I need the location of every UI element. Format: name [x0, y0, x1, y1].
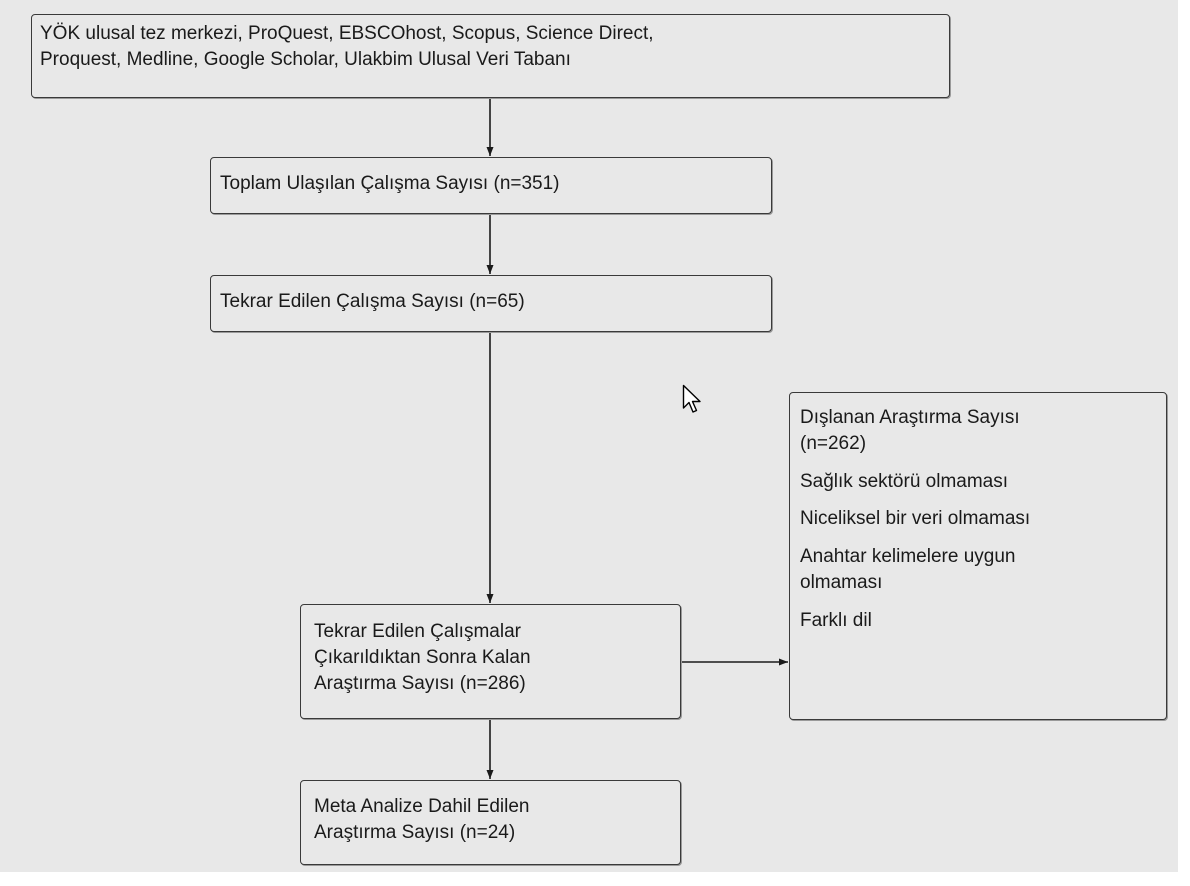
sources-box: YÖK ulusal tez merkezi, ProQuest, EBSCOh…: [31, 14, 950, 98]
included-line-2: Araştırma Sayısı (n=24): [314, 821, 516, 843]
flowchart-canvas: YÖK ulusal tez merkezi, ProQuest, EBSCOh…: [0, 0, 1178, 872]
excluded-title-line-1: Dışlanan Araştırma Sayısı: [800, 407, 1020, 428]
excluded-title-line-2: (n=262): [800, 432, 867, 454]
remaining-studies-box: Tekrar Edilen Çalışmalar Çıkarıldıktan S…: [300, 604, 681, 719]
included-line-1: Meta Analize Dahil Edilen: [314, 796, 530, 817]
included-studies-box: Meta Analize Dahil Edilen Araştırma Sayı…: [300, 780, 681, 865]
excluded-reason-quantitative-data: Niceliksel bir veri olmaması: [800, 508, 1031, 530]
mouse-pointer-icon: [682, 384, 701, 413]
total-studies-text: Toplam Ulaşılan Çalışma Sayısı (n=351): [220, 173, 560, 194]
excluded-studies-box: Dışlanan Araştırma Sayısı (n=262) Sağlık…: [789, 392, 1167, 720]
sources-line-1: YÖK ulusal tez merkezi, ProQuest, EBSCOh…: [40, 23, 654, 44]
excluded-reason-language: Farklı dil: [800, 609, 872, 631]
repeated-studies-box: Tekrar Edilen Çalışma Sayısı (n=65): [210, 275, 772, 332]
sources-line-2: Proquest, Medline, Google Scholar, Ulakb…: [40, 48, 571, 70]
remaining-line-3: Araştırma Sayısı (n=286): [314, 672, 526, 694]
repeated-studies-text: Tekrar Edilen Çalışma Sayısı (n=65): [220, 291, 525, 312]
excluded-reason-health-sector: Sağlık sektörü olmaması: [800, 470, 1009, 492]
bottom-margin: [0, 872, 1190, 886]
connector-layer: [486, 97, 788, 779]
excluded-reason-keywords-line-1: Anahtar kelimelere uygun: [800, 546, 1016, 568]
remaining-line-2: Çıkarıldıktan Sonra Kalan: [314, 646, 531, 668]
total-studies-box: Toplam Ulaşılan Çalışma Sayısı (n=351): [210, 157, 772, 214]
excluded-reason-keywords-line-2: olmaması: [800, 572, 883, 594]
remaining-line-1: Tekrar Edilen Çalışmalar: [314, 621, 521, 642]
